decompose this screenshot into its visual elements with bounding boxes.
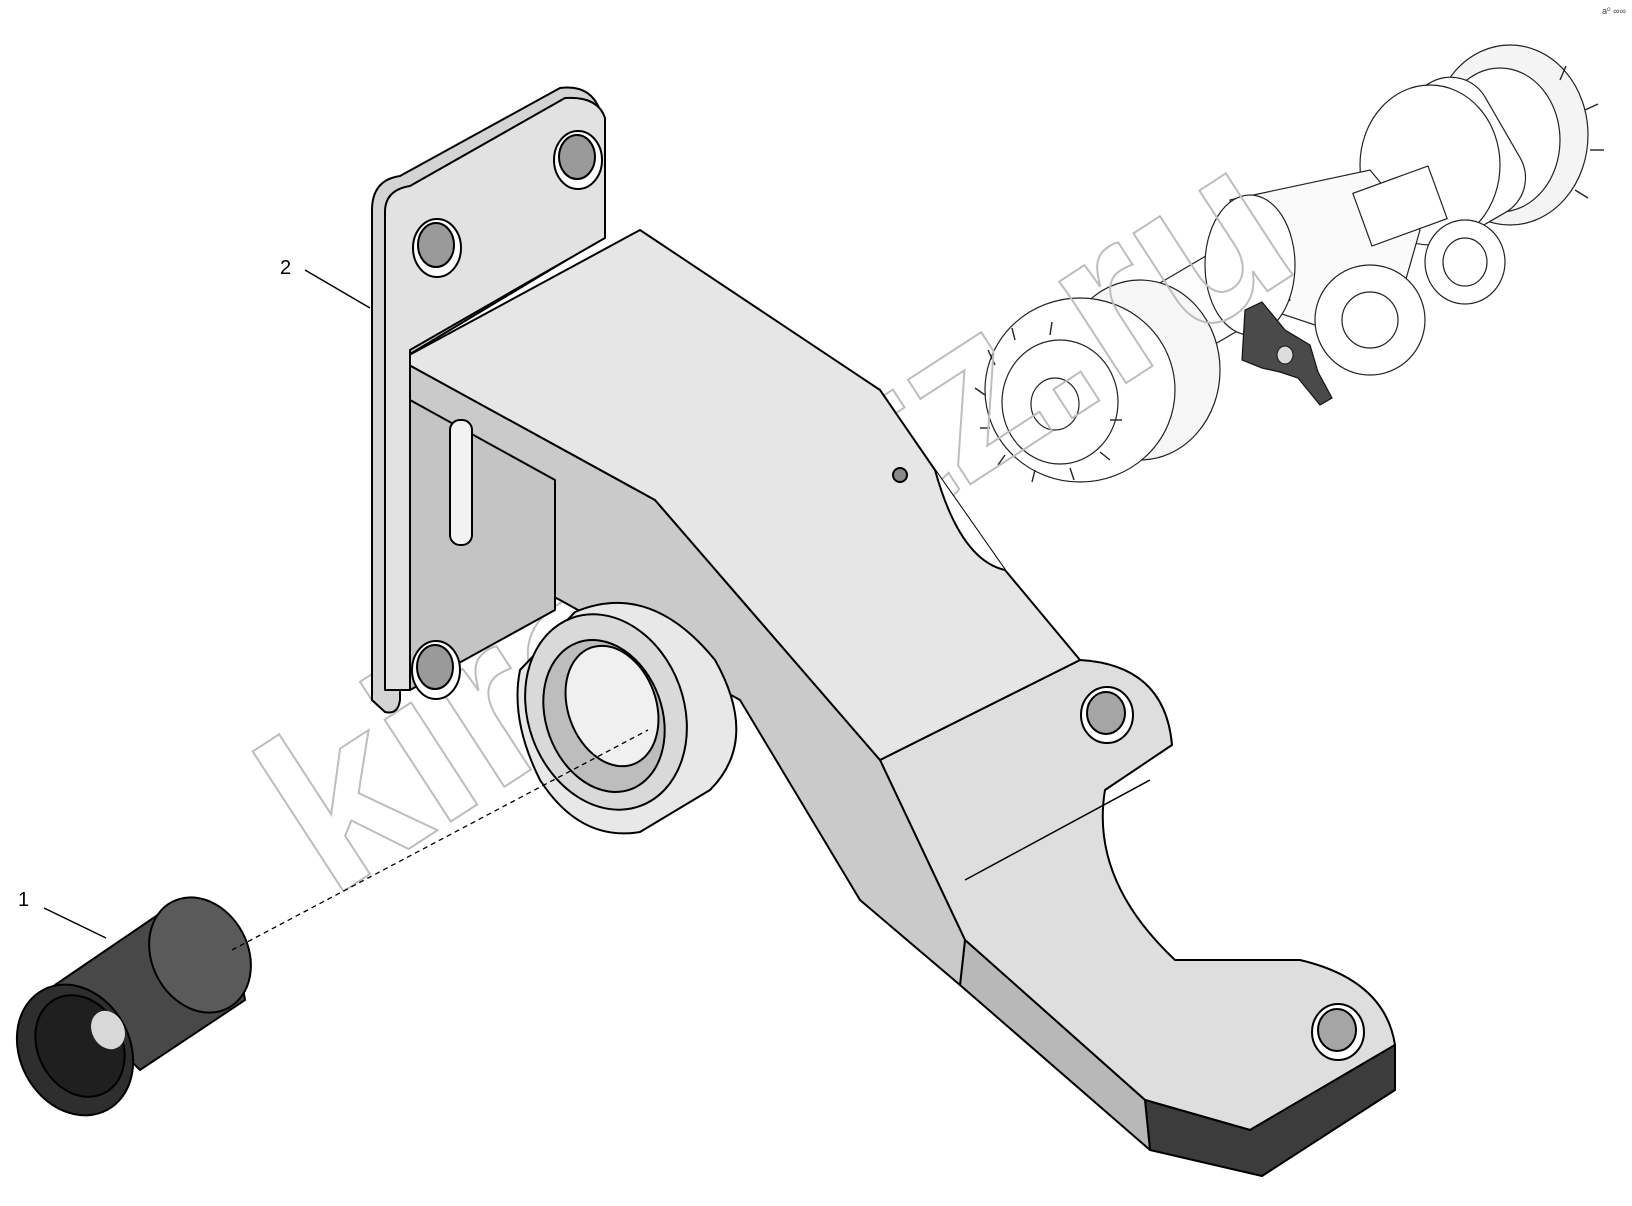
assembly-axis-line [231, 729, 649, 951]
bushing-part [15, 896, 252, 1117]
axle-assembly-overview [974, 44, 1604, 483]
leader-line-1 [43, 907, 107, 939]
callout-1: 1 [18, 889, 107, 939]
callout-2: 2 [280, 257, 371, 309]
callout-number-2: 2 [280, 257, 291, 279]
leader-line-2 [304, 269, 371, 309]
corner-mark: a⁰ ∞∞ [1602, 6, 1626, 16]
callout-number-1: 1 [18, 889, 29, 911]
bracket-part [371, 86, 1396, 1177]
